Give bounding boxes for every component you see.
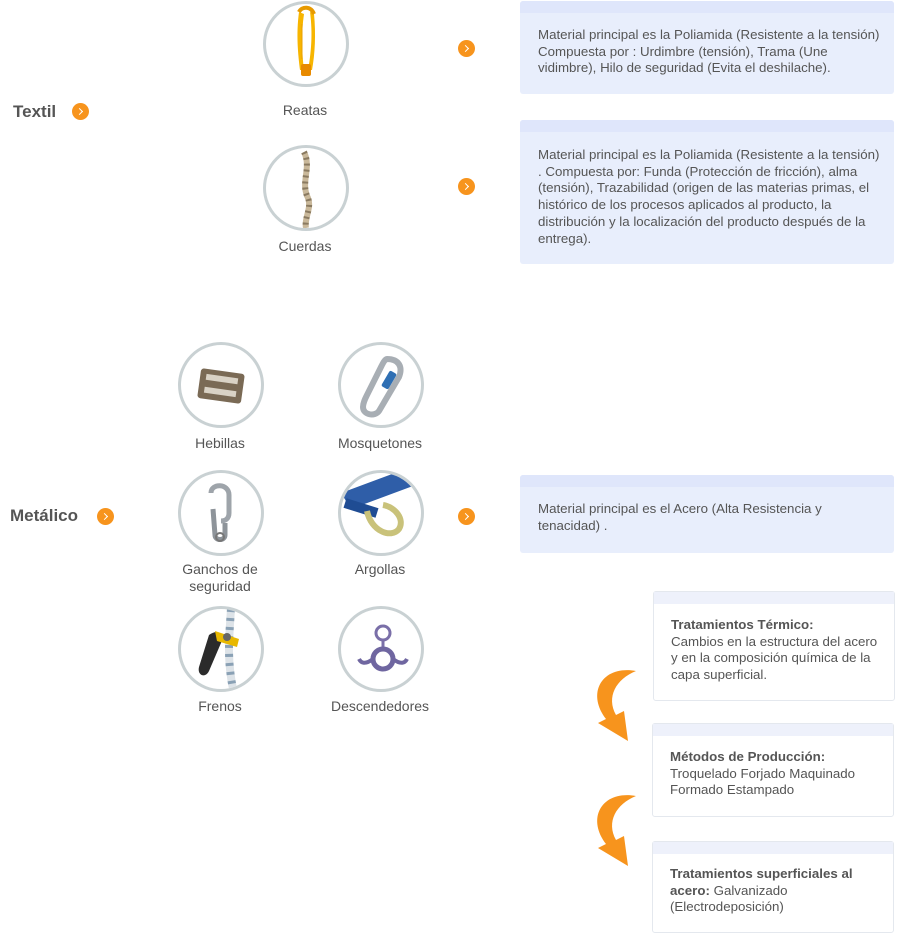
webbing-sling-icon: [297, 5, 316, 76]
cuerdas-arrow-icon[interactable]: [458, 178, 475, 195]
process-box-surface: [652, 841, 894, 933]
process-production-text: Métodos de Producción: Troquelado Forjad…: [670, 749, 884, 799]
hebillas-image[interactable]: [178, 342, 264, 428]
hebillas-label: Hebillas: [195, 435, 245, 451]
curved-arrow-icon: [597, 795, 636, 866]
mosquetones-label: Mosquetones: [337, 435, 423, 451]
argollas-label: Argollas: [354, 561, 406, 577]
process-production-title: Métodos de Producción:: [670, 749, 826, 764]
descender-icon: [357, 624, 409, 672]
process-surface-body: Galvanizado (Electrodeposición): [670, 882, 788, 915]
reatas-description-box: [520, 1, 894, 94]
process-thermal-title: Tratamientos Térmico:: [671, 617, 814, 632]
buckle-icon: [197, 368, 245, 404]
process-box-production: [652, 723, 894, 817]
descendedores-label: Descendedores: [330, 698, 430, 714]
metalico-arrow-icon[interactable]: [97, 508, 114, 525]
descendedores-image[interactable]: [338, 606, 424, 692]
carabiner-icon: [359, 355, 404, 418]
cuerdas-description-box: [520, 120, 894, 264]
category-textil-label: Textil: [13, 102, 57, 121]
argollas-arrow-icon[interactable]: [458, 508, 475, 525]
d-ring-icon: [341, 473, 421, 537]
metalico-description-box: [520, 475, 894, 553]
process-surface-text: Tratamientos superficiales al acero: Gal…: [670, 866, 884, 916]
metalico-description-text: Material principal es el Acero (Alta Res…: [538, 501, 822, 533]
category-metalico-label: Metálico: [10, 506, 79, 525]
frenos-image[interactable]: [178, 606, 264, 692]
process-production-body: Troquelado Forjado Maquinado Formado Est…: [670, 765, 856, 798]
argollas-image[interactable]: [338, 470, 424, 556]
reatas-image[interactable]: [263, 1, 349, 87]
rope-icon: [301, 150, 313, 228]
reatas-description-text: Material principal es la Poliamida (Resi…: [538, 27, 880, 76]
cuerdas-description-text: Material principal es la Poliamida (Resi…: [538, 147, 880, 246]
cuerdas-label: Cuerdas: [278, 238, 332, 254]
safety-hook-icon: [208, 483, 232, 542]
ganchos-image[interactable]: [178, 470, 264, 556]
process-box-thermal: [653, 591, 895, 701]
process-surface-title: Tratamientos superficiales al acero:: [670, 866, 853, 898]
reatas-label: Reatas: [282, 102, 328, 118]
cuerdas-image[interactable]: [263, 145, 349, 231]
process-thermal-body: Cambios en la estructura del acero y en …: [671, 633, 878, 683]
curved-arrow-icon: [597, 670, 636, 741]
reatas-arrow-icon[interactable]: [458, 40, 475, 57]
mosquetones-image[interactable]: [338, 342, 424, 428]
process-thermal-text: Tratamientos Térmico: Cambios en la estr…: [671, 617, 881, 684]
frenos-label: Frenos: [198, 698, 242, 714]
ganchos-label: Ganchos de seguridad: [182, 561, 258, 594]
rope-brake-icon: [198, 609, 239, 689]
textil-arrow-icon[interactable]: [72, 103, 89, 120]
